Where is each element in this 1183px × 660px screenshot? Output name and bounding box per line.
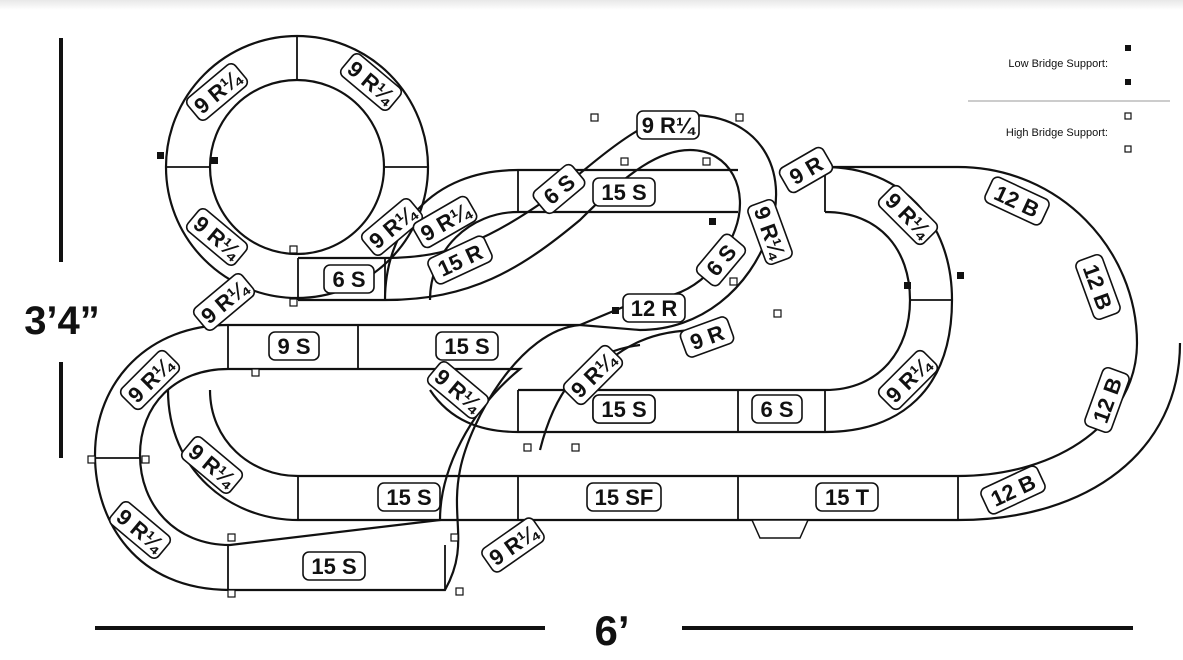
high-support (773, 309, 782, 318)
high-support (251, 368, 260, 377)
high-support-marker (1124, 145, 1132, 153)
inner-oval (429, 165, 954, 434)
track-piece-label: 9 R¼ (339, 53, 403, 111)
track-piece-label: 9 R¼ (747, 198, 793, 266)
track-piece-text: 15 SF (595, 485, 654, 510)
loop-ring (164, 34, 430, 300)
high-support (455, 587, 464, 596)
page-top-shadow (0, 0, 1183, 10)
track-piece-label: 6 S (751, 394, 803, 424)
low-support-label: Low Bridge Support: (1008, 58, 1108, 70)
track-piece-text: 6 S (332, 267, 365, 292)
high-support (227, 589, 236, 598)
track-piece-label: 15 SF (586, 482, 662, 512)
high-support (289, 245, 298, 254)
high-support (523, 443, 532, 452)
low-support (904, 282, 911, 289)
low-support (211, 157, 218, 164)
track-piece-label: 9 S (268, 331, 320, 361)
high-support (141, 455, 150, 464)
track-piece-text: 12 R (631, 296, 678, 321)
track-piece-label: 12 B (1084, 366, 1130, 434)
high-support (620, 157, 629, 166)
track-piece-label: 15 T (815, 482, 879, 512)
track-piece-text: 15 S (386, 485, 431, 510)
high-support (571, 443, 580, 452)
low-support (612, 307, 619, 314)
track-piece-label: 15 S (592, 394, 656, 424)
low-support (957, 272, 964, 279)
track-piece-label: 12 B (1075, 253, 1121, 321)
track-piece-label: 9 R (778, 146, 834, 194)
width-dimension: 6’ (95, 607, 1133, 654)
main-oval (166, 165, 1182, 539)
track-piece-label: 12 R (622, 293, 686, 323)
track-piece-label: 9 R¼ (636, 110, 700, 140)
low-support-marker (1125, 45, 1131, 51)
track-piece-text: 6 S (760, 397, 793, 422)
high-support (590, 113, 599, 122)
track-piece-text: 15 S (601, 397, 646, 422)
track-piece-text: 9 R¼ (642, 113, 696, 138)
high-support-marker (1124, 112, 1132, 120)
track-piece-label: 9 R¼ (119, 349, 181, 411)
track-piece-text: 9 S (277, 334, 310, 359)
support-legend: Low Bridge Support: High Bridge Support: (968, 45, 1170, 153)
track-piece-label: 9 R¼ (185, 208, 249, 266)
track-piece-label: 9 R¼ (185, 63, 249, 121)
track-piece-label: 12 B (984, 176, 1050, 226)
high-support-label: High Bridge Support: (1006, 127, 1108, 139)
track-piece-label: 15 S (302, 551, 366, 581)
height-dimension: 3’4” (24, 38, 100, 458)
height-label: 3’4” (24, 299, 100, 343)
track-piece-label: 15 S (435, 331, 499, 361)
high-support (227, 533, 236, 542)
track-piece-label: 9 R¼ (108, 501, 172, 559)
high-support (289, 298, 298, 307)
track-piece-label: 15 S (592, 177, 656, 207)
bridge-supports (87, 113, 964, 598)
high-support (87, 455, 96, 464)
track-piece-label: 9 R¼ (877, 184, 939, 246)
high-support (450, 533, 459, 542)
high-support (702, 157, 711, 166)
high-support (735, 113, 744, 122)
track-piece-label: 12 B (980, 465, 1046, 515)
low-support (157, 152, 164, 159)
track-piece-text: 15 T (825, 485, 870, 510)
track-piece-text: 15 S (601, 180, 646, 205)
track-piece-label: 9 R¼ (481, 517, 545, 573)
track-piece-label: 9 R¼ (877, 349, 939, 411)
width-label: 6’ (594, 607, 629, 654)
track-piece-label: 9 R¼ (192, 273, 256, 331)
low-support-marker (1125, 79, 1131, 85)
track-piece-label: 15 S (377, 482, 441, 512)
track-piece-label: 6 S (323, 264, 375, 294)
track-piece-label: 9 R¼ (180, 436, 244, 494)
track-piece-text: 15 S (444, 334, 489, 359)
low-support (709, 218, 716, 225)
track-piece-text: 15 S (311, 554, 356, 579)
high-support (729, 277, 738, 286)
